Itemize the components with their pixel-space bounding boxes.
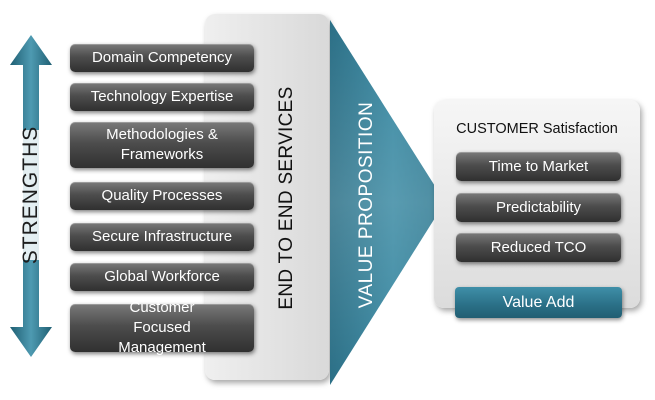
value-proposition-label: VALUE PROPOSITION	[356, 101, 377, 309]
customer-item-predictability: Predictability	[456, 193, 621, 222]
strengths-double-arrow-icon	[10, 35, 52, 357]
strength-item-technology-expertise: Technology Expertise	[70, 83, 254, 111]
customer-item-reduced-tco: Reduced TCO	[456, 233, 621, 262]
value-proposition-arrow-icon	[330, 20, 445, 385]
strengths-label: STRENGTHS	[19, 125, 42, 265]
value-add-badge: Value Add	[455, 287, 622, 318]
strength-item-domain-competency: Domain Competency	[70, 44, 254, 72]
customer-satisfaction-title: CUSTOMER Satisfaction	[456, 121, 618, 137]
services-label: END TO END SERVICES	[276, 86, 297, 310]
strength-item-global-workforce: Global Workforce	[70, 263, 254, 291]
strength-item-customer-focused-management: Customer Focused Management	[70, 299, 254, 356]
strength-item-quality-processes: Quality Processes	[70, 182, 254, 210]
strength-item-secure-infrastructure: Secure Infrastructure	[70, 223, 254, 251]
strength-item-methodologies: Methodologies & Frameworks	[70, 122, 254, 168]
customer-item-time-to-market: Time to Market	[456, 152, 621, 181]
